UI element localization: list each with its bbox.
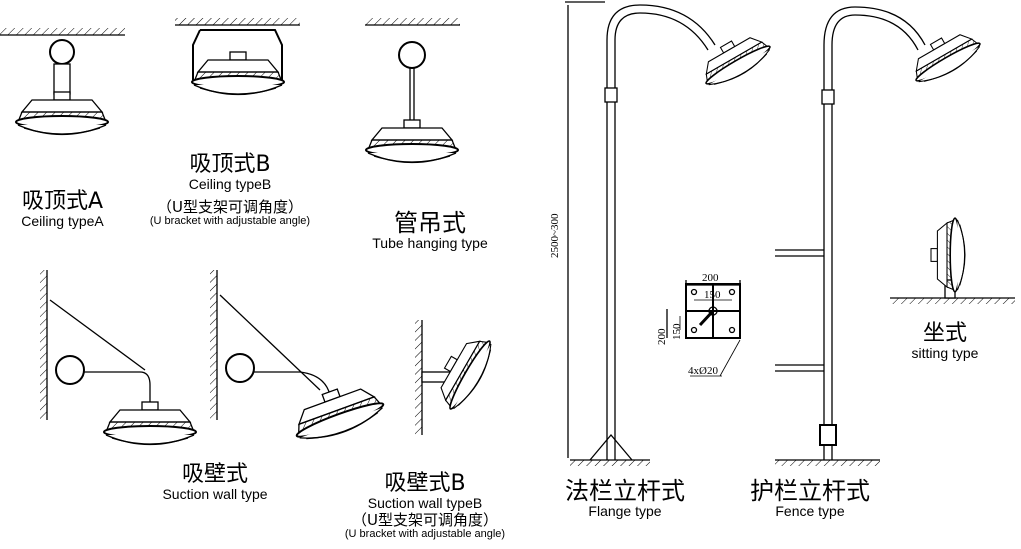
label-en: Ceiling typeB: [188, 176, 272, 193]
label-wall-b: 吸壁式B Suction wall typeB （U型支架可调角度） (U br…: [325, 471, 525, 541]
ceiling-a-drawing: [0, 28, 125, 136]
flange-pole-drawing: [565, 1, 776, 466]
label-cn: 坐式: [922, 321, 967, 346]
pole-height-dimension: 2500~300: [549, 213, 561, 258]
label-note-en: (U bracket with adjustable angle): [149, 215, 311, 228]
label-en: Suction wall type: [162, 486, 268, 503]
label-wall: 吸壁式 Suction wall type: [140, 462, 290, 503]
hole-spacing-v-dimension: 150: [671, 323, 683, 341]
wall-bracket-drawing: [415, 320, 500, 435]
label-cn: 护栏立杆式: [750, 477, 870, 505]
label-cn: 吸顶式A: [21, 189, 104, 214]
hole-spacing-h-dimension: 150: [704, 289, 721, 301]
label-en: Ceiling typeA: [21, 213, 104, 230]
label-cn: 法栏立杆式: [565, 477, 685, 505]
label-note-cn: （U型支架可调角度）: [352, 510, 498, 529]
label-en: Flange type: [588, 503, 662, 520]
label-tube: 管吊式 Tube hanging type: [360, 210, 500, 252]
label-en: sitting type: [911, 345, 979, 362]
label-en: Tube hanging type: [372, 235, 488, 252]
tube-hanging-drawing: [365, 18, 460, 164]
label-sitting: 坐式 sitting type: [890, 321, 1000, 362]
label-note-cn: （U型支架可调角度）: [157, 197, 303, 216]
label-note-en: (U bracket with adjustable angle): [344, 528, 506, 541]
label-ceiling-b: 吸顶式B Ceiling typeB （U型支架可调角度） (U bracket…: [130, 152, 330, 228]
ceiling-b-drawing: [175, 18, 300, 96]
label-cn: 管吊式: [394, 209, 466, 237]
label-flange: 法栏立杆式 Flange type: [550, 478, 700, 520]
label-cn: 吸壁式B: [384, 471, 466, 496]
label-cn: 吸壁式: [181, 462, 248, 487]
suction-wall-drawing: [40, 270, 197, 446]
flange-height-dimension: 200: [656, 328, 668, 346]
label-fence: 护栏立杆式 Fence type: [735, 478, 885, 520]
label-ceiling-a: 吸顶式A Ceiling typeA: [0, 189, 125, 230]
fence-pole-drawing: [775, 6, 986, 466]
holes-dimension: 4xØ20: [688, 365, 718, 377]
suction-wall-b-drawing: [210, 270, 389, 449]
label-cn: 吸顶式B: [189, 152, 271, 177]
sitting-drawing: [890, 217, 1015, 304]
label-en: Fence type: [775, 503, 845, 520]
label-en: Suction wall typeB: [367, 495, 483, 512]
flange-width-dimension: 200: [702, 272, 719, 284]
